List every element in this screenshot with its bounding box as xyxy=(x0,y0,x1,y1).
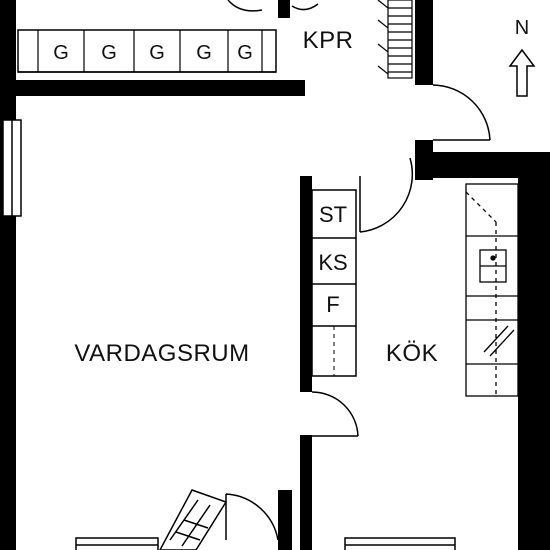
kitchen-counter xyxy=(465,183,519,397)
wardrobe-label-4: G xyxy=(196,42,212,64)
door-living-kitchen-arc xyxy=(311,391,359,437)
doors xyxy=(225,84,491,541)
north-arrow: N xyxy=(508,17,536,97)
wardrobe-label-2: G xyxy=(101,42,117,64)
wall-partition-lower xyxy=(300,435,312,550)
wall-kitchen-top-stub xyxy=(415,140,433,180)
counter-break-icon xyxy=(483,325,515,357)
wall-closet-right xyxy=(415,0,433,85)
wardrobe-label-1: G xyxy=(53,42,69,64)
wardrobe-label-5: G xyxy=(237,42,253,64)
balcony-unit xyxy=(159,489,228,550)
closet-shelves xyxy=(377,0,413,79)
windows xyxy=(2,119,456,550)
closet-label: KPR xyxy=(303,27,354,54)
window-kitchen-bottom xyxy=(344,537,456,550)
wall-right xyxy=(518,152,550,550)
wardrobe-row: G G G G G xyxy=(17,29,277,73)
wall-bottom-stub xyxy=(278,490,292,550)
window-living-bottom xyxy=(75,537,159,550)
wall-partition-upper xyxy=(300,176,312,392)
door-kitchen-arc xyxy=(359,157,414,233)
fridge-label: KS xyxy=(318,250,347,275)
door-hall-arc xyxy=(432,84,491,141)
wardrobe-label-3: G xyxy=(149,42,165,64)
living-room-label: VARDAGSRUM xyxy=(74,340,249,367)
north-label: N xyxy=(515,17,529,39)
appliance-column: ST KS F xyxy=(311,189,357,377)
wall-wardrobe-bottom xyxy=(0,80,305,96)
closet: KPR xyxy=(227,0,413,79)
north-arrow-icon xyxy=(508,48,536,97)
closet-door-arc xyxy=(227,0,263,12)
freezer-label: F xyxy=(326,292,339,317)
wall-closet-left xyxy=(278,0,290,18)
stove-label: ST xyxy=(319,202,347,227)
door-balcony-arc xyxy=(225,493,279,541)
kitchen-label: KÖK xyxy=(386,340,438,367)
